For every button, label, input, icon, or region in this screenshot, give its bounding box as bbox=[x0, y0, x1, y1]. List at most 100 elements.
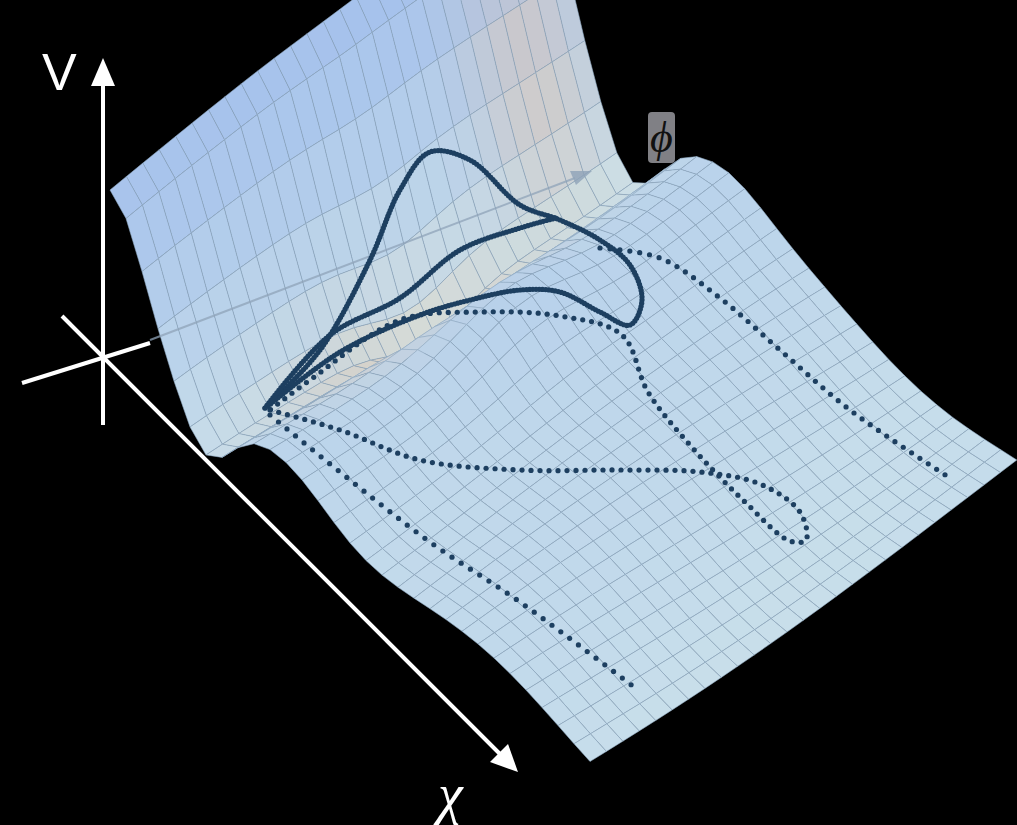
trajectory-dot bbox=[468, 567, 473, 572]
trajectory-dot bbox=[501, 467, 506, 472]
trajectory-dot bbox=[428, 311, 433, 316]
trajectory-dot bbox=[681, 468, 686, 473]
trajectory-dot bbox=[813, 379, 818, 384]
trajectory-dot bbox=[637, 250, 642, 255]
trajectory-dot bbox=[532, 610, 537, 615]
trajectory-dot bbox=[477, 573, 482, 578]
trajectory-dot bbox=[448, 463, 453, 468]
surface-cell bbox=[174, 369, 206, 427]
trajectory-dot bbox=[620, 675, 625, 680]
trajectory-dot bbox=[611, 669, 616, 674]
trajectory-dot bbox=[917, 456, 922, 461]
trajectory-dot bbox=[430, 460, 435, 465]
trajectory-dot bbox=[302, 417, 307, 422]
trajectory-dot bbox=[609, 467, 614, 472]
trajectory-dot bbox=[378, 444, 383, 449]
trajectory-dot bbox=[404, 454, 409, 459]
trajectory-dot bbox=[318, 454, 323, 459]
trajectory-dot bbox=[537, 468, 542, 473]
trajectory-dot bbox=[768, 339, 773, 344]
trajectory-dot bbox=[519, 467, 524, 472]
trajectory-dot bbox=[562, 314, 567, 319]
surface-cell bbox=[142, 259, 174, 329]
trajectory-dot bbox=[412, 456, 417, 461]
trajectory-dot bbox=[790, 359, 795, 364]
trajectory-dot bbox=[628, 682, 633, 687]
trajectory-dot bbox=[707, 287, 712, 292]
trajectories bbox=[262, 148, 947, 687]
v-arrowhead bbox=[91, 58, 115, 86]
phi-axis-stub bbox=[22, 343, 150, 383]
trajectory-dot bbox=[723, 480, 728, 485]
trajectory-dot bbox=[617, 247, 622, 252]
trajectory-dot bbox=[541, 616, 546, 621]
trajectory-dot bbox=[876, 428, 881, 433]
trajectory-dot bbox=[396, 516, 401, 521]
trajectory-dot bbox=[564, 468, 569, 473]
trajectory-dot bbox=[571, 316, 576, 321]
trajectory-dot bbox=[328, 424, 333, 429]
trajectory-dot bbox=[387, 447, 392, 452]
trajectory-dot bbox=[486, 578, 491, 583]
trajectory-dot bbox=[510, 467, 515, 472]
trajectory-dot bbox=[942, 472, 947, 477]
trajectory-dot bbox=[884, 433, 889, 438]
trajectory-dot bbox=[647, 391, 652, 396]
trajectory-dot bbox=[804, 525, 809, 530]
trajectory-dot bbox=[614, 328, 619, 333]
trajectory-dot bbox=[798, 365, 803, 370]
trajectory-dot bbox=[607, 246, 612, 251]
trajectory-dot bbox=[843, 404, 848, 409]
trajectory-dot bbox=[755, 511, 760, 516]
trajectory-dot bbox=[738, 312, 743, 317]
trajectory-dot bbox=[354, 433, 359, 438]
surface-cell bbox=[574, 734, 606, 762]
trajectory-dot bbox=[379, 502, 384, 507]
trajectory-dot bbox=[784, 496, 789, 501]
axes bbox=[22, 58, 518, 772]
trajectory-dot bbox=[567, 636, 572, 641]
trajectory-dot bbox=[663, 468, 668, 473]
trajectory-dot bbox=[527, 310, 532, 315]
trajectory-dot bbox=[805, 372, 810, 377]
trajectory-dot bbox=[555, 468, 560, 473]
trajectory-dot bbox=[748, 505, 753, 510]
trajectory-dot bbox=[304, 380, 309, 385]
trajectory-dot bbox=[618, 467, 623, 472]
trajectory-dot bbox=[859, 416, 864, 421]
trajectory-dot bbox=[362, 337, 367, 342]
chi-arrowhead bbox=[490, 744, 518, 772]
trajectory-dot bbox=[797, 509, 802, 514]
trajectory-dot bbox=[333, 358, 338, 363]
trajectory-dot bbox=[777, 491, 782, 496]
trajectory-dot bbox=[775, 346, 780, 351]
trajectory-dot bbox=[753, 326, 758, 331]
trajectory-dot bbox=[267, 412, 272, 417]
trajectory-dot bbox=[627, 467, 632, 472]
trajectory-dot bbox=[536, 311, 541, 316]
trajectory-dot bbox=[781, 535, 786, 540]
trajectory-dot bbox=[385, 323, 390, 328]
trajectory-dot bbox=[419, 312, 424, 317]
trajectory-dot bbox=[909, 450, 914, 455]
phi-axis-line bbox=[150, 178, 575, 340]
trajectory-dot bbox=[431, 542, 436, 547]
trajectory-dot bbox=[621, 334, 626, 339]
trajectory-dot bbox=[558, 629, 563, 634]
trajectory-dot bbox=[761, 518, 766, 523]
trajectory-dot bbox=[353, 482, 358, 487]
trajectory-dot bbox=[325, 364, 330, 369]
trajectory-dot bbox=[347, 347, 352, 352]
trajectory-dot bbox=[514, 597, 519, 602]
trajectory-dot bbox=[580, 317, 585, 322]
trajectory-dot bbox=[393, 319, 398, 324]
axis-label: ϕ bbox=[648, 112, 675, 163]
trajectory-dot bbox=[549, 623, 554, 628]
trajectory-dot bbox=[767, 524, 772, 529]
trajectory-dot bbox=[284, 426, 289, 431]
trajectory bbox=[262, 148, 644, 411]
trajectory-dot bbox=[311, 419, 316, 424]
axis-label: V bbox=[40, 42, 79, 102]
trajectory-dot bbox=[344, 475, 349, 480]
